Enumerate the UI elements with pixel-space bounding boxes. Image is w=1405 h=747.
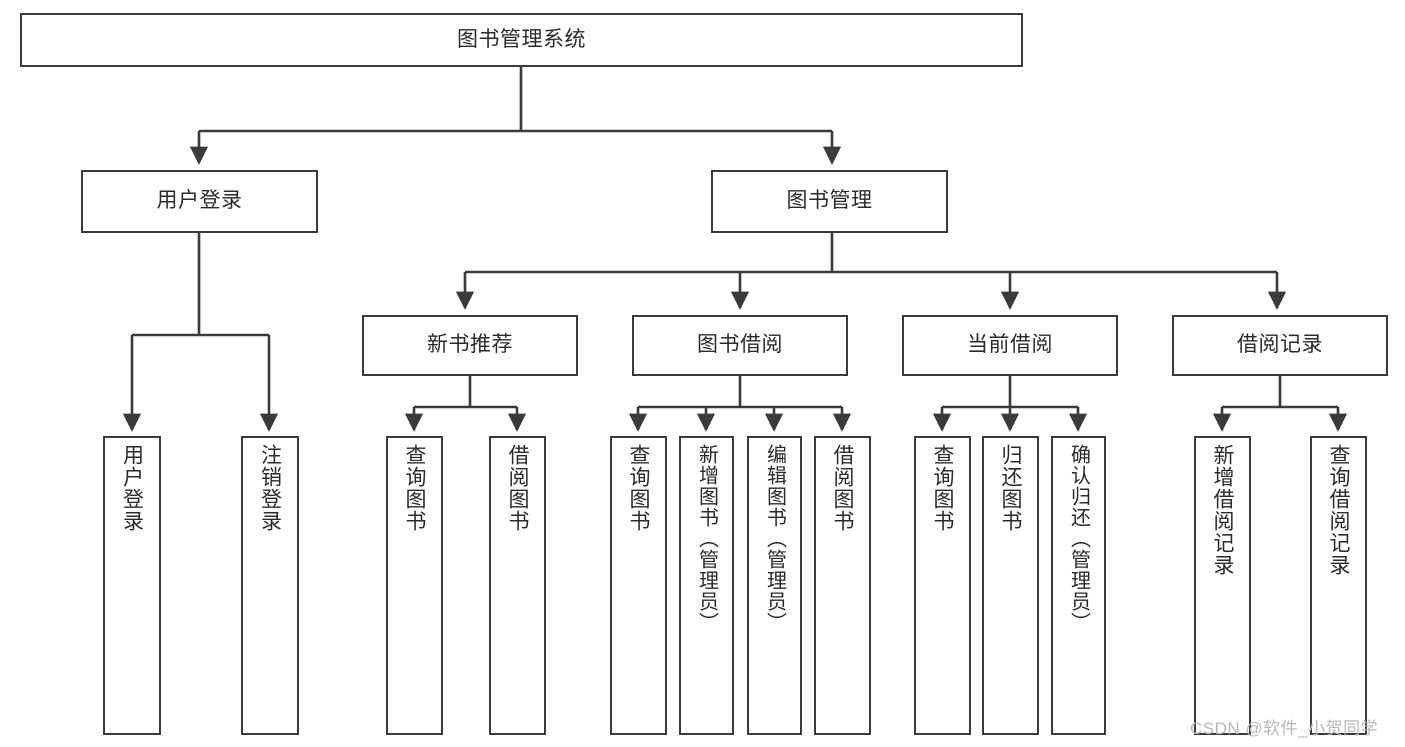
node-current-borrow[interactable]: 当前借阅 (902, 315, 1118, 376)
node-new-book-recommend[interactable]: 新书推荐 (362, 315, 578, 376)
node-label: 当前借阅 (967, 333, 1053, 357)
csdn-watermark: CSDN @软件_小贺同学 (1190, 719, 1379, 738)
node-label: 图书管理系统 (457, 27, 586, 51)
node-borrow-record[interactable]: 借阅记录 (1172, 315, 1388, 376)
leaf-borrow-record-add-record[interactable]: 新增借阅记录 (1194, 436, 1251, 735)
node-label: 用户登录 (156, 189, 243, 213)
node-label: 确认归还（管理员） (1067, 444, 1090, 633)
node-label: 注销登录 (258, 444, 282, 532)
node-book-management[interactable]: 图书管理 (711, 170, 948, 233)
leaf-book-borrow-borrow-book[interactable]: 借阅图书 (814, 436, 871, 735)
node-label: 图书管理 (786, 189, 873, 213)
node-label: 借阅图书 (506, 444, 529, 532)
node-label: 借阅记录 (1237, 333, 1323, 357)
leaf-new-book-borrow-book[interactable]: 借阅图书 (489, 436, 546, 735)
leaf-borrow-record-query-record[interactable]: 查询借阅记录 (1310, 436, 1367, 735)
leaf-new-book-query-book[interactable]: 查询图书 (386, 436, 443, 735)
node-label: 新书推荐 (427, 333, 513, 357)
leaf-user-login-login[interactable]: 用户登录 (103, 436, 161, 735)
leaf-book-borrow-edit-book-admin[interactable]: 编辑图书（管理员） (747, 436, 802, 735)
node-label: 查询图书 (931, 444, 954, 532)
node-label: 借阅图书 (831, 444, 854, 532)
node-label: 新增借阅记录 (1211, 444, 1234, 576)
leaf-book-borrow-query-book[interactable]: 查询图书 (610, 436, 667, 735)
node-label: 编辑图书（管理员） (763, 444, 786, 633)
leaf-current-borrow-confirm-return-admin[interactable]: 确认归还（管理员） (1051, 436, 1106, 735)
leaf-user-login-logout[interactable]: 注销登录 (241, 436, 299, 735)
node-label: 新增图书（管理员） (695, 444, 718, 633)
node-label: 归还图书 (999, 444, 1022, 532)
leaf-current-borrow-query-book[interactable]: 查询图书 (914, 436, 971, 735)
node-label: 用户登录 (120, 444, 144, 532)
node-label: 查询图书 (403, 444, 426, 532)
leaf-current-borrow-return-book[interactable]: 归还图书 (982, 436, 1039, 735)
leaf-book-borrow-add-book-admin[interactable]: 新增图书（管理员） (679, 436, 734, 735)
node-user-login[interactable]: 用户登录 (81, 170, 318, 233)
node-root-book-management-system[interactable]: 图书管理系统 (20, 13, 1023, 67)
node-book-borrow[interactable]: 图书借阅 (632, 315, 848, 376)
node-label: 查询借阅记录 (1327, 444, 1350, 576)
node-label: 图书借阅 (697, 333, 783, 357)
node-label: 查询图书 (627, 444, 650, 532)
